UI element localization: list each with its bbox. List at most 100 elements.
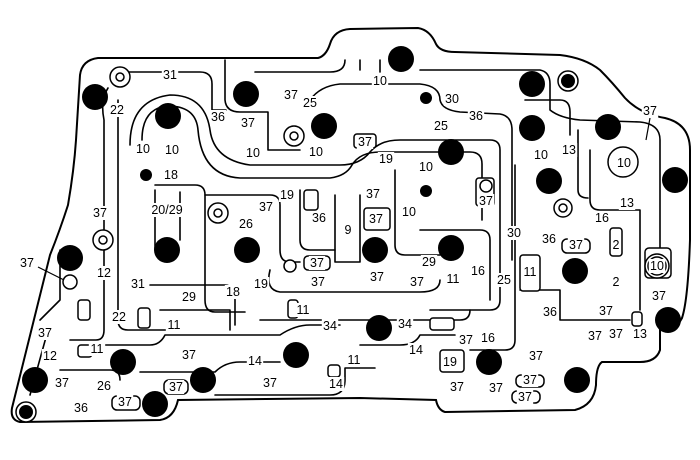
channel-label: 11 (348, 353, 361, 367)
channel-label: 25 (434, 119, 448, 133)
channel-label: 37 (643, 104, 657, 118)
channel-label: 36 (312, 211, 326, 225)
label-background (257, 200, 275, 214)
channel-label: 37 (652, 289, 666, 303)
label-background (356, 135, 374, 149)
label-background (310, 211, 328, 225)
check-ball-ring-inner (558, 203, 568, 213)
channel-label: 37 (259, 200, 273, 214)
channel-label: 29 (182, 290, 196, 304)
label-background (420, 255, 438, 269)
channel-label: 37 (450, 380, 464, 394)
bolt-hole (388, 46, 414, 72)
channel-label: 16 (595, 211, 609, 225)
label-background (309, 275, 327, 289)
label-background (367, 212, 385, 226)
label-background (611, 238, 621, 252)
channel-label: 37 (241, 116, 255, 130)
label-background (72, 401, 90, 415)
label-background (163, 143, 181, 157)
channel-label: 19 (280, 188, 294, 202)
channel-label: 37 (489, 381, 503, 395)
channel-label: 36 (74, 401, 88, 415)
label-background (162, 168, 180, 182)
label-background (593, 211, 611, 225)
bolt-hole (438, 235, 464, 261)
bolt-hole (233, 81, 259, 107)
label-background (308, 256, 326, 270)
channel-label: 11 (168, 318, 181, 332)
channel-label: 14 (329, 377, 343, 391)
channel-label: 10 (309, 145, 323, 159)
label-background (294, 303, 312, 317)
label-background (261, 376, 279, 390)
channel-label: 34 (398, 317, 412, 331)
channel-label: 31 (163, 68, 177, 82)
channel-label: 10 (534, 148, 548, 162)
channel-label: 18 (226, 285, 240, 299)
bolt-hole (595, 114, 621, 140)
bolt-hole (57, 245, 83, 271)
label-background (278, 188, 296, 202)
label-background (180, 290, 198, 304)
channel-label: 14 (409, 343, 423, 357)
bolt-hole (655, 307, 681, 333)
check-ball-ring (62, 274, 78, 290)
bolt-hole (366, 315, 392, 341)
bolt-hole (22, 367, 48, 393)
label-background (252, 277, 270, 291)
bolt-hole (519, 71, 545, 97)
channel-label: 37 (518, 390, 532, 404)
channel-label: 37 (55, 376, 69, 390)
label-background (457, 333, 475, 347)
label-background (540, 232, 558, 246)
bolt-hole (190, 367, 216, 393)
channel-label: 14 (248, 354, 262, 368)
label-background (209, 110, 227, 124)
label-background (224, 285, 242, 299)
channel-label: 37 (599, 304, 613, 318)
channel-label: 37 (310, 256, 324, 270)
label-background (41, 349, 59, 363)
label-background (18, 256, 36, 270)
channel-label: 36 (469, 109, 483, 123)
channel-label: 26 (97, 379, 111, 393)
orifice-hole (420, 92, 432, 104)
label-background (321, 319, 339, 333)
orifice-hole (420, 185, 432, 197)
channel-label: 11 (447, 272, 460, 286)
label-background (396, 317, 414, 331)
label-background (167, 380, 185, 394)
channel-label: 16 (481, 331, 495, 345)
label-background (377, 152, 395, 166)
bolt-hole (283, 342, 309, 368)
label-background (95, 266, 113, 280)
bolt-hole (662, 167, 688, 193)
label-background (343, 223, 353, 237)
leader-line (37, 266, 65, 281)
bolt-hole (562, 258, 588, 284)
label-background (371, 74, 389, 88)
orifice-hole (140, 169, 152, 181)
channel-label: 37 (370, 270, 384, 284)
bolt-hole-inner (19, 405, 33, 419)
channel-label: 2 (613, 275, 620, 289)
label-background (441, 355, 459, 369)
channel-label: 19 (379, 152, 393, 166)
label-background (88, 342, 106, 356)
bolt-hole-inner (561, 74, 575, 88)
label-background (443, 92, 461, 106)
channel-label: 37 (529, 349, 543, 363)
label-background (53, 376, 71, 390)
bolt-hole (234, 237, 260, 263)
label-background (116, 395, 134, 409)
label-background (237, 217, 255, 231)
channel-label: 37 (169, 380, 183, 394)
bolt-hole (311, 113, 337, 139)
label-background (487, 381, 505, 395)
check-ball-ring-inner (289, 131, 299, 141)
label-background (134, 142, 152, 156)
label-background (444, 272, 462, 286)
